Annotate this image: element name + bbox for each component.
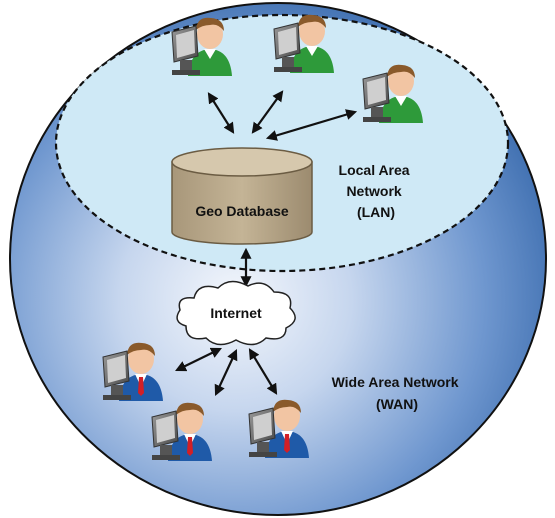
- lan-label-line-3: (LAN): [357, 204, 395, 220]
- wan-label-line-2: (WAN): [376, 396, 418, 412]
- wan-label-line-1: Wide Area Network: [332, 374, 459, 390]
- arrow-lan-user1-db: [207, 92, 235, 134]
- lan-label-line-2: Network: [346, 183, 401, 199]
- database-label: Geo Database: [195, 203, 289, 219]
- lan-label: Local Area Network (LAN): [339, 162, 414, 220]
- connection-arrows: [175, 90, 358, 396]
- internet-cloud-icon: Internet: [176, 280, 296, 346]
- internet-label: Internet: [210, 305, 262, 321]
- arrow-internet-wan-user3: [248, 348, 278, 395]
- arrow-internet-wan-user1: [175, 347, 222, 372]
- lan-label-line-1: Local Area: [339, 162, 410, 178]
- arrow-internet-wan-user2: [214, 349, 238, 396]
- database-cylinder-icon: Geo Database: [171, 147, 313, 245]
- wan-label: Wide Area Network (WAN): [332, 374, 463, 412]
- arrow-lan-user3-db: [265, 109, 358, 141]
